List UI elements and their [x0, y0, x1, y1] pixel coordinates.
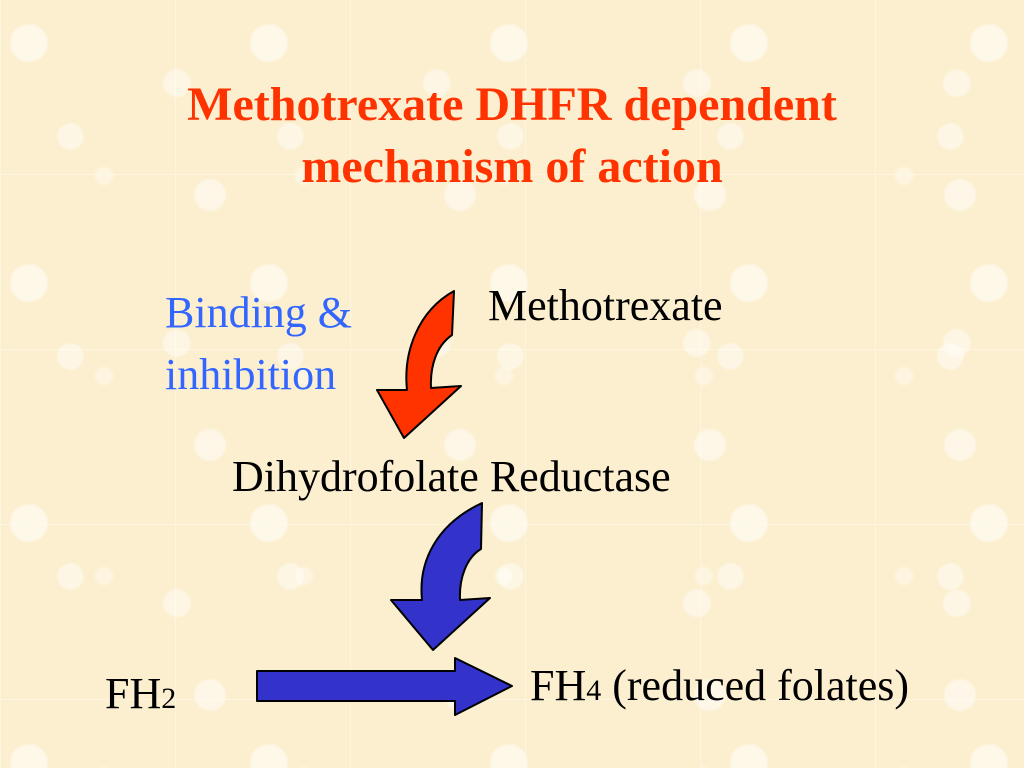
reaction-arrow	[256, 657, 513, 716]
binding-label-line2: inhibition	[165, 350, 337, 399]
slide-title: Methotrexate DHFR dependent mechanism of…	[0, 74, 1024, 198]
slide-title-line1: Methotrexate DHFR dependent	[187, 78, 837, 131]
fh4-label: FH4 (reduced folates)	[530, 664, 909, 708]
fh2-subscript: 2	[161, 682, 177, 715]
inhibition-arrow	[376, 290, 462, 439]
enzyme-arrow	[390, 502, 491, 651]
fh2-main-text: FH	[105, 669, 162, 718]
fh4-main-text: FH	[530, 661, 587, 710]
binding-inhibition-label: Binding & inhibition	[165, 282, 352, 406]
fh2-label: FH2	[105, 672, 176, 716]
fh4-description: (reduced folates)	[601, 661, 910, 710]
fh4-subscript: 4	[586, 674, 602, 707]
dhfr-label: Dihydrofolate Reductase	[232, 452, 671, 501]
binding-label-line1: Binding &	[165, 288, 353, 337]
methotrexate-label: Methotrexate	[488, 281, 723, 330]
slide-title-line2: mechanism of action	[301, 140, 723, 193]
